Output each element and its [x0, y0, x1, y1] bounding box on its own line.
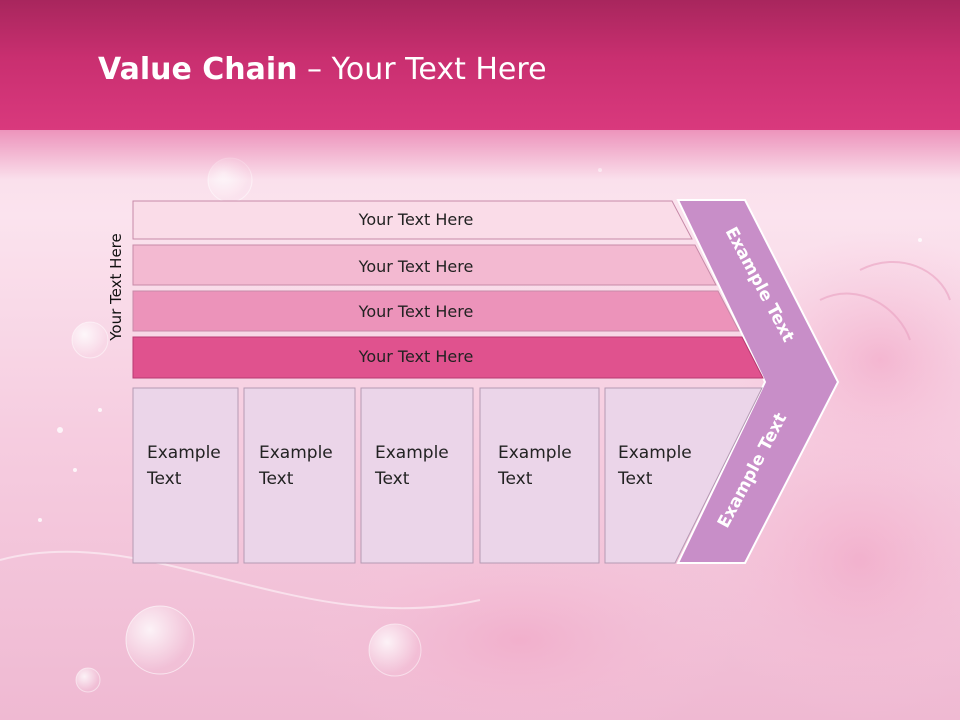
bar-4-label: Your Text Here: [358, 347, 474, 366]
slide-title: Value Chain – Your Text Here: [98, 52, 547, 87]
box-2: Example Text: [243, 387, 356, 564]
bar-2-shape: [132, 244, 717, 286]
bar-3-shape: [132, 290, 740, 332]
slide-title-bold: Value Chain: [98, 52, 298, 87]
header-bar: [0, 0, 960, 130]
bar-4: Your Text Here: [132, 336, 764, 379]
bar-3: Your Text Here: [132, 290, 740, 332]
bar-4-shape: [132, 336, 764, 379]
box-5-line2: Text: [617, 469, 653, 489]
box-1-shape: [132, 387, 239, 564]
box-3-line1: Example: [375, 443, 449, 463]
box-4-shape: [479, 387, 600, 564]
box-2-shape: [243, 387, 356, 564]
box-2-line1: Example: [259, 443, 333, 463]
box-5-line1: Example: [618, 443, 692, 463]
box-4-line1: Example: [498, 443, 572, 463]
box-5-shape: [604, 387, 763, 564]
bar-1-label: Your Text Here: [358, 210, 474, 229]
box-4-line2: Text: [497, 469, 533, 489]
box-4: Example Text: [479, 387, 600, 564]
header-fade: [0, 130, 960, 180]
box-1-line1: Example: [147, 443, 221, 463]
bar-2-label: Your Text Here: [358, 257, 474, 276]
slide-title-rest: – Your Text Here: [297, 52, 547, 87]
box-3-line2: Text: [374, 469, 410, 489]
bar-2: Your Text Here: [132, 244, 717, 286]
bar-3-label: Your Text Here: [358, 302, 474, 321]
box-1: Example Text: [132, 387, 239, 564]
box-2-line2: Text: [258, 469, 294, 489]
bar-1-shape: [132, 200, 693, 240]
bar-1: Your Text Here: [132, 200, 693, 240]
box-3-shape: [360, 387, 474, 564]
box-5: Example Text: [604, 387, 763, 564]
box-1-line2: Text: [146, 469, 182, 489]
chevron-arrow: [676, 199, 840, 564]
box-3: Example Text: [360, 387, 474, 564]
